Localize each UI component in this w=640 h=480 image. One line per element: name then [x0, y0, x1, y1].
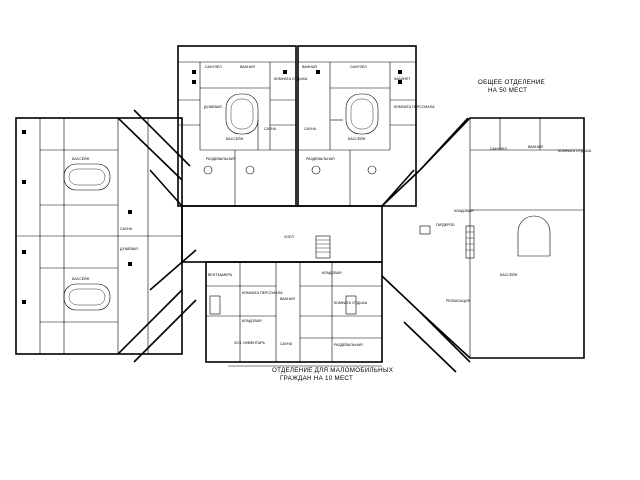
- west-wing: БАССЕЙН БАССЕЙН САУНА ДУШЕВАЯ: [15, 117, 183, 355]
- room-label: САНУЗЕЛ: [350, 65, 367, 69]
- north-left-wing: САНУЗЕЛ ВАННАЯ КОМНАТА ОТДЫХА ДУШЕВАЯ БА…: [177, 45, 308, 207]
- room-label: РАЗДЕВАЛЬНАЯ: [206, 157, 235, 161]
- room-label: ДУШЕВАЯ: [204, 105, 222, 109]
- room-label: БАССЕЙН: [500, 273, 518, 277]
- room-label: БАССЕЙН: [72, 277, 90, 281]
- room-label: БАССЕЙН: [348, 137, 366, 141]
- room-label: РАЗДЕВАЛЬНАЯ: [306, 157, 335, 161]
- dept-10-caption-line2: ГРАЖДАН НА 10 МЕСТ: [280, 375, 353, 382]
- room-label: КЛАДОВАЯ: [322, 271, 342, 275]
- north-right-wing: ВАННАЯ САНУЗЕЛ КАБИНЕТ КОМНАТА ПЕРСОНАЛА…: [297, 45, 435, 207]
- room-label: ВАННАЯ: [280, 297, 295, 301]
- room-label: САУНА: [120, 227, 133, 231]
- central-block: ХОЛЛ: [149, 169, 415, 263]
- room-label: РАЗДЕВАЛЬНАЯ: [334, 343, 363, 347]
- room-label: КОМНАТА ОТДЫХА: [334, 301, 368, 305]
- room-label: РЕЛАКСАЦИЯ: [446, 299, 471, 303]
- room-label: САНУЗЕЛ: [205, 65, 222, 69]
- room-label: ВЕНТКАМЕРА: [208, 273, 233, 277]
- room-label: КОМНАТА ОТДЫХА: [558, 149, 592, 153]
- room-label: КОМНАТА ПЕРСОНАЛА: [242, 291, 283, 295]
- room-label: ГАРДЕРОБ: [436, 223, 455, 227]
- room-label: КОМНАТА ПЕРСОНАЛА: [394, 105, 435, 109]
- room-label: САНУЗЕЛ: [490, 147, 507, 151]
- room-label: ВАННАЯ: [302, 65, 317, 69]
- room-label: ВАННАЯ: [240, 65, 255, 69]
- room-label: БАССЕЙН: [72, 157, 90, 161]
- room-label: КЛАДОВАЯ: [242, 319, 262, 323]
- room-label: КАБИНЕТ: [394, 77, 411, 81]
- dept-50-caption-line2: НА 50 МЕСТ: [488, 87, 527, 94]
- room-label: ХОЛЛ: [284, 235, 294, 239]
- room-label: БАССЕЙН: [226, 137, 244, 141]
- south-block: ВЕНТКАМЕРА КОМНАТА ПЕРСОНАЛА ВАННАЯ САУН…: [205, 261, 383, 363]
- room-label: КЛАДОВАЯ: [454, 209, 474, 213]
- room-label: КОМНАТА ОТДЫХА: [274, 77, 308, 81]
- room-label: ВАННАЯ: [528, 145, 543, 149]
- room-label: ХОЗ. ИНВЕНТАРЬ: [234, 341, 266, 345]
- room-label: САУНА: [280, 342, 293, 346]
- east-wing: САНУЗЕЛ ВАННАЯ КОМНАТА ОТДЫХА ГАРДЕРОБ Б…: [381, 117, 592, 359]
- room-label: САУНА: [264, 127, 277, 131]
- room-label: ДУШЕВАЯ: [120, 247, 138, 251]
- diagonal-connectors: [117, 109, 471, 373]
- dept-10-caption-line1: ОТДЕЛЕНИЕ ДЛЯ МАЛОМОБИЛЬНЫХ: [272, 367, 393, 374]
- dept-50-caption-line1: ОБЩЕЕ ОТДЕЛЕНИЕ: [478, 79, 545, 86]
- room-label: САУНА: [304, 127, 317, 131]
